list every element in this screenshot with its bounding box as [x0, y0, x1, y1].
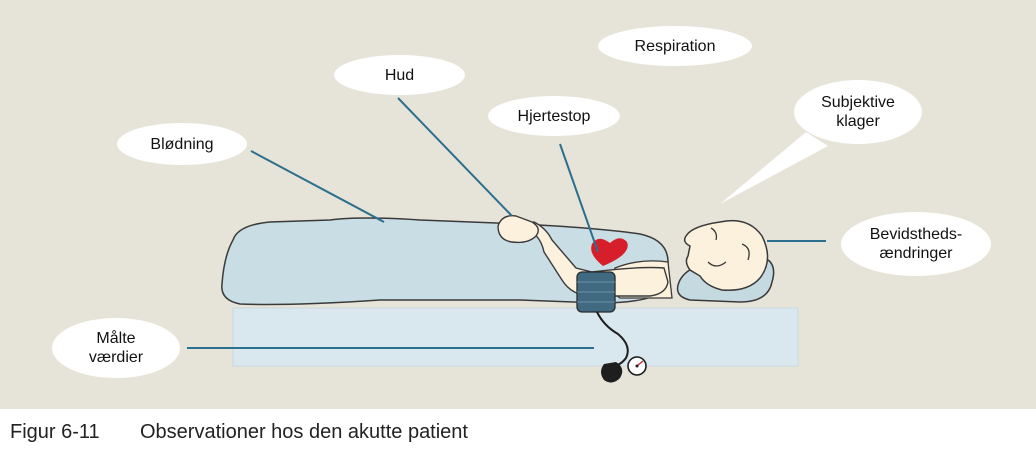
pump-bulb — [601, 362, 622, 383]
label-bloedning: Blødning — [117, 123, 247, 165]
label-respiration: Respiration — [598, 26, 752, 66]
patient-hand — [498, 216, 538, 243]
label-hjertestop: Hjertestop — [488, 96, 620, 136]
caption-text: Observationer hos den akutte patient — [140, 421, 468, 443]
leader-bloedning — [251, 151, 384, 222]
label-subjektive-klager: Subjektive klager — [794, 80, 922, 144]
bed-mattress — [233, 308, 798, 366]
label-hud: Hud — [334, 55, 465, 95]
speech-bubble-tail — [720, 132, 828, 204]
caption-number: Figur 6-11 — [10, 421, 140, 444]
label-bevidstheds-aendringer: Bevidstheds- ændringer — [841, 212, 991, 276]
label-maalte-vaerdier: Målte værdier — [52, 318, 180, 378]
